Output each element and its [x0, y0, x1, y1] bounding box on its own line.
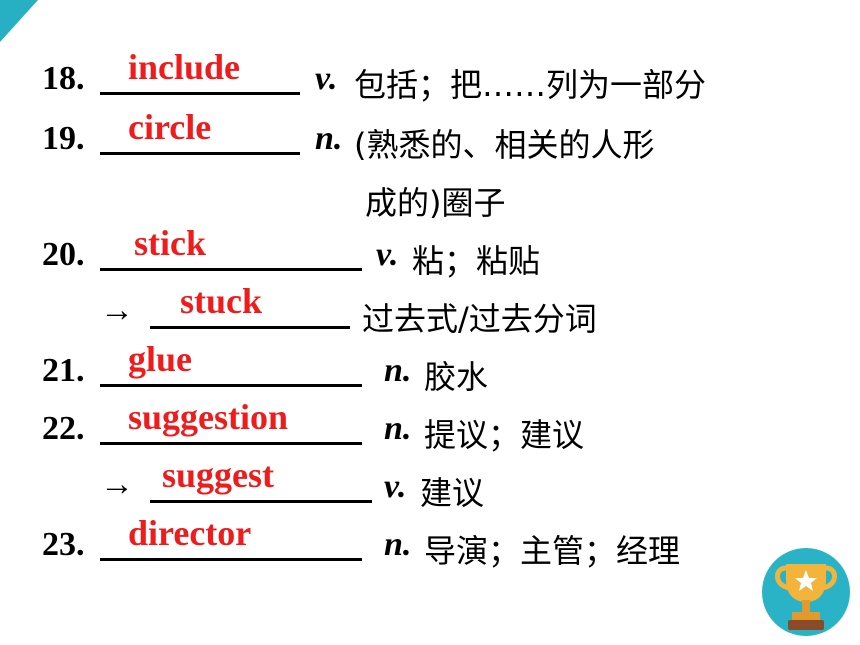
definition: 粘；粘贴: [412, 242, 541, 280]
part-of-speech: n.: [315, 120, 343, 157]
entry-number: 23.: [42, 526, 85, 563]
answer-blank: include: [100, 47, 300, 95]
answer-blank: suggestion: [100, 397, 362, 445]
part-of-speech: n.: [384, 352, 412, 389]
answer-text: suggest: [162, 455, 275, 495]
part-of-speech: n.: [384, 410, 412, 447]
part-of-speech: v.: [315, 60, 338, 97]
answer-text: include: [128, 47, 241, 87]
answer-blank: director: [100, 513, 362, 561]
answer-blank: glue: [100, 339, 362, 387]
answer-blank: circle: [100, 107, 300, 155]
answer-blank: stuck: [150, 281, 350, 329]
answer-text: glue: [128, 339, 193, 379]
part-of-speech: v.: [376, 236, 399, 273]
trophy-icon: [762, 548, 850, 636]
definition: 胶水: [424, 358, 489, 396]
entry-number: 19.: [42, 120, 85, 157]
entry-number: 20.: [42, 236, 85, 273]
arrow-icon: →: [100, 292, 134, 329]
definition: 建议: [420, 474, 485, 512]
answer-text: stuck: [180, 281, 263, 321]
entry-number: 21.: [42, 352, 85, 389]
definition: 过去式/过去分词: [362, 300, 597, 338]
answer-blank: suggest: [150, 455, 372, 503]
entry-number: 18.: [42, 60, 85, 97]
definition: (熟悉的、相关的人形: [354, 126, 655, 164]
answer-blank: stick: [100, 223, 362, 271]
corner-decoration: [0, 0, 38, 42]
definition: 提议；建议: [424, 416, 585, 454]
arrow-icon: →: [100, 466, 134, 503]
answer-text: circle: [128, 107, 212, 147]
part-of-speech: n.: [384, 526, 412, 563]
entry-number: 22.: [42, 410, 85, 447]
definition: 导演；主管；经理: [424, 532, 681, 570]
answer-text: director: [128, 513, 252, 553]
definition: 包括；把……列为一部分: [354, 66, 707, 104]
answer-text: suggestion: [128, 397, 289, 437]
definition-continued: 成的)圈子: [365, 184, 506, 222]
part-of-speech: v.: [384, 468, 407, 505]
answer-text: stick: [134, 223, 206, 263]
